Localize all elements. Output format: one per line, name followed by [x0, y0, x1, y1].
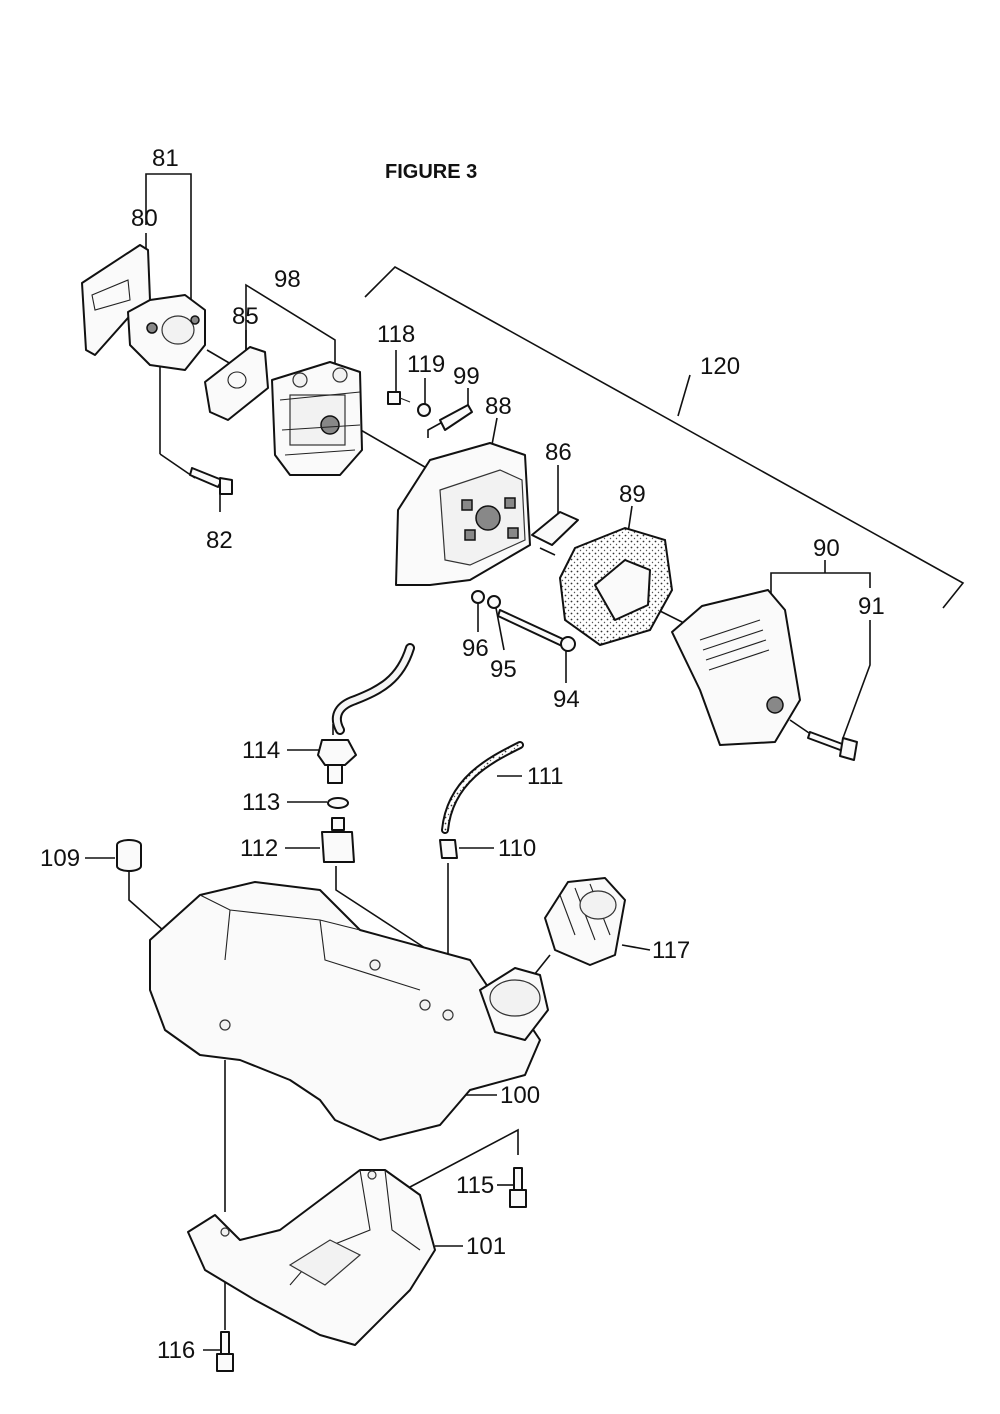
callout-90: 90 — [813, 535, 840, 562]
washer-95 — [487, 595, 501, 609]
fuel-cap-117 — [544, 877, 626, 966]
washer-96 — [471, 590, 485, 604]
callout-91: 91 — [858, 593, 885, 620]
callout-94: 94 — [553, 686, 580, 713]
callout-96: 96 — [462, 635, 489, 662]
callout-117: 117 — [652, 937, 690, 964]
callout-114: 114 — [242, 737, 280, 764]
choke-plate — [531, 511, 579, 546]
fuel-filter-114 — [317, 739, 357, 784]
callout-82: 82 — [206, 527, 233, 554]
callout-89: 89 — [619, 481, 646, 508]
intake-block — [127, 294, 206, 371]
callout-113: 113 — [242, 789, 280, 816]
callout-88: 88 — [485, 393, 512, 420]
leader-lines — [85, 173, 965, 1351]
screw-91 — [807, 731, 858, 761]
tank-bracket-101 — [187, 1169, 436, 1346]
washer-119 — [417, 403, 431, 417]
vent-hose-111 — [441, 741, 524, 834]
figure-title: FIGURE 3 — [385, 161, 477, 183]
callout-101: 101 — [466, 1233, 506, 1260]
clip-113 — [327, 797, 349, 809]
callout-116: 116 — [157, 1337, 195, 1364]
callout-86: 86 — [545, 439, 572, 466]
callout-80: 80 — [131, 205, 158, 232]
fuel-tank — [149, 881, 549, 1141]
air-filter-cover — [671, 589, 801, 746]
callout-112: 112 — [240, 835, 278, 862]
callout-120: 120 — [700, 353, 740, 380]
callout-98: 98 — [274, 266, 301, 293]
bolt-94 — [497, 609, 576, 652]
callout-110: 110 — [498, 835, 536, 862]
callout-111: 111 — [527, 763, 563, 790]
callout-119: 119 — [407, 351, 445, 378]
callout-labels: 81 80 98 85 118 119 99 120 88 86 89 82 9… — [40, 145, 885, 1364]
callout-95: 95 — [490, 656, 517, 683]
carburetor — [271, 361, 363, 476]
callout-115: 115 — [456, 1172, 494, 1199]
callout-99: 99 — [453, 363, 480, 390]
air-cleaner-base — [395, 442, 531, 586]
lever-99 — [439, 404, 473, 431]
carb-gasket — [204, 346, 269, 421]
callout-118: 118 — [377, 321, 415, 348]
screw-118 — [387, 391, 411, 405]
callout-81: 81 — [152, 145, 179, 172]
valve-110 — [439, 839, 458, 859]
screw-116 — [216, 1331, 234, 1372]
screw-115 — [509, 1167, 527, 1208]
bolt-82 — [189, 467, 233, 495]
air-filter-element — [558, 526, 674, 647]
callout-85: 85 — [232, 303, 259, 330]
grommet-112 — [321, 817, 355, 863]
callout-109: 109 — [40, 845, 80, 872]
cushion-109 — [116, 839, 142, 872]
callout-100: 100 — [500, 1082, 540, 1109]
